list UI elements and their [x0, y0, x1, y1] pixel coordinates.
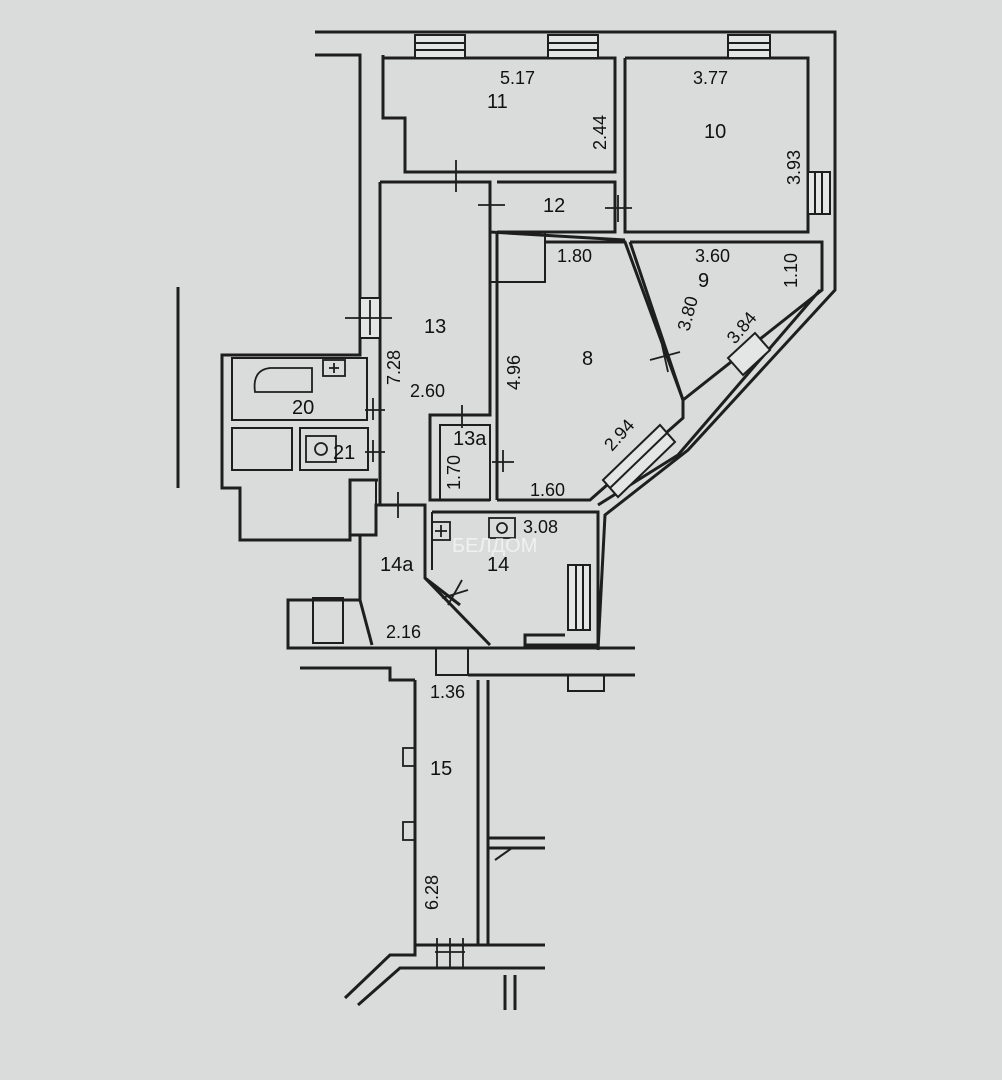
- room-label-14a: 14a: [380, 554, 414, 576]
- room-label-8: 8: [582, 348, 593, 370]
- fixtures: [253, 359, 516, 841]
- stove-icon: [488, 517, 516, 539]
- dim-15-width: 1.36: [430, 682, 465, 702]
- dim-15-height: 6.28: [422, 875, 442, 910]
- window: [567, 564, 591, 631]
- exterior-wall-left-top: [315, 53, 362, 340]
- window: [547, 34, 599, 59]
- dim-10-width: 3.77: [693, 68, 728, 88]
- dim-9-side: 1.10: [781, 253, 801, 288]
- dim-13-height: 7.28: [384, 350, 404, 385]
- dim-8-diagonal: 2.94: [600, 415, 638, 454]
- room-14-wall: [432, 510, 600, 647]
- room-label-11: 11: [487, 91, 508, 113]
- window: [807, 171, 831, 215]
- dim-8-left: 4.96: [504, 355, 524, 390]
- room-label-15: 15: [430, 758, 452, 780]
- room-labels: 11 10 12 9 13 8 13a 20 21 14a 14 15: [292, 91, 726, 780]
- room-14a-wall: [348, 480, 492, 647]
- window: [726, 331, 772, 377]
- room-label-12: 12: [543, 195, 565, 217]
- dim-9-width: 3.60: [695, 246, 730, 266]
- room-label-20: 20: [292, 397, 314, 419]
- room-14a-lower: [286, 535, 362, 650]
- dim-11-height: 2.44: [590, 115, 610, 150]
- dim-8-top: 1.80: [557, 246, 592, 266]
- windows: [359, 34, 831, 631]
- window: [414, 34, 466, 59]
- dim-11-width: 5.17: [500, 68, 535, 88]
- room-label-13a: 13a: [453, 428, 487, 450]
- exterior-wall-top-right: [315, 30, 837, 651]
- dim-10-height: 3.93: [784, 150, 804, 185]
- dim-14-width: 3.08: [523, 517, 558, 537]
- room-13-wall: [380, 180, 492, 502]
- room-label-14: 14: [487, 554, 509, 576]
- dim-13a-height: 1.70: [444, 455, 464, 490]
- room-8-wall: [497, 240, 685, 502]
- doors: [345, 160, 681, 968]
- room-12-wall: [497, 180, 617, 234]
- toilet-icon: [305, 435, 337, 463]
- dim-13-width: 2.60: [410, 381, 445, 401]
- room-label-21: 21: [333, 442, 355, 464]
- dimension-labels: 5.17 2.44 3.77 3.93 3.60 1.10 3.80 3.84 …: [384, 68, 804, 910]
- bathtub-icon: [253, 367, 313, 393]
- room-9-wall: [628, 240, 824, 403]
- room-label-9: 9: [698, 270, 709, 292]
- window: [727, 34, 771, 59]
- dim-9-left: 3.80: [674, 294, 702, 333]
- room-11-wall: [381, 55, 617, 174]
- walls: [176, 30, 837, 1010]
- sink-icon: [322, 359, 346, 377]
- watermark: БЕЛДОМ: [452, 535, 537, 557]
- dim-14a-width: 2.16: [386, 622, 421, 642]
- kitchen-sink-icon: [431, 521, 451, 541]
- room-label-13: 13: [424, 316, 446, 338]
- room-label-10: 10: [704, 121, 726, 143]
- dim-8-bottom: 1.60: [530, 480, 565, 500]
- room-15-wall: [413, 680, 480, 947]
